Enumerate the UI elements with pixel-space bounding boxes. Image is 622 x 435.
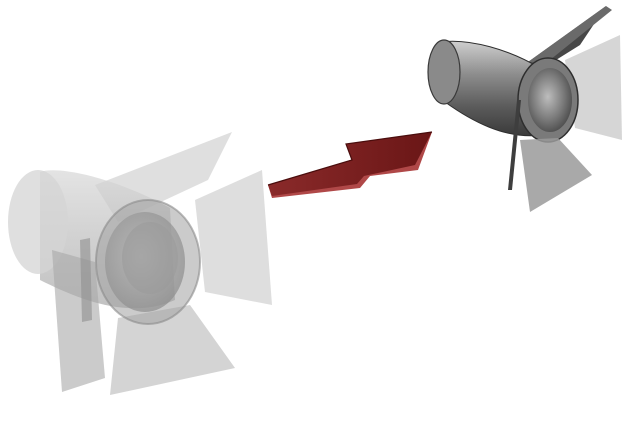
solid-lens — [528, 68, 572, 132]
ghost-lens-inner — [122, 222, 178, 294]
ghost-spotlight — [8, 132, 272, 395]
ghost-barn-door-right — [195, 170, 272, 305]
solid-barn-door-bottom — [520, 138, 592, 212]
solid-cylinder-back-cap — [428, 40, 460, 104]
transform-arrow — [268, 132, 432, 198]
solid-spotlight — [428, 6, 622, 212]
ghost-yoke — [80, 238, 92, 322]
